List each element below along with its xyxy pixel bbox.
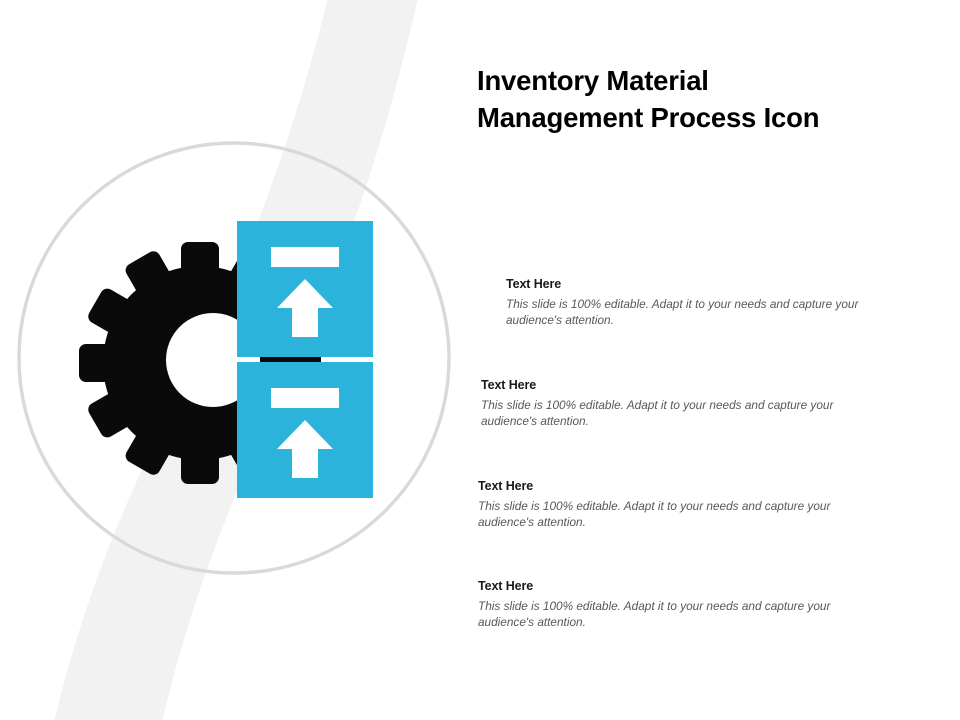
inventory-box-top xyxy=(237,221,373,357)
text-block-heading: Text Here xyxy=(506,277,562,291)
arrow-up-icon xyxy=(277,420,333,478)
page-title: Inventory Material Management Process Ic… xyxy=(477,63,947,136)
horizontal-bar-icon xyxy=(271,247,339,267)
text-block-heading: Text Here xyxy=(481,378,537,392)
inventory-box-bottom xyxy=(237,362,373,498)
arrow-up-icon xyxy=(277,279,333,337)
text-block: Text Here This slide is 100% editable. A… xyxy=(506,277,866,329)
text-block-body: This slide is 100% editable. Adapt it to… xyxy=(478,599,831,630)
text-block-heading: Text Here xyxy=(478,579,534,593)
text-block-body: This slide is 100% editable. Adapt it to… xyxy=(506,297,859,328)
inventory-material-management-process-icon xyxy=(79,200,373,498)
text-block: Text Here This slide is 100% editable. A… xyxy=(481,378,841,430)
text-block: Text Here This slide is 100% editable. A… xyxy=(478,579,838,631)
page-title-line-1: Inventory Material xyxy=(477,65,709,96)
text-block-body: This slide is 100% editable. Adapt it to… xyxy=(481,398,834,429)
gear-hub xyxy=(166,313,260,407)
text-block: Text Here This slide is 100% editable. A… xyxy=(478,479,838,531)
text-block-heading: Text Here xyxy=(478,479,534,493)
page-title-line-2: Management Process Icon xyxy=(477,101,820,133)
text-block-body: This slide is 100% editable. Adapt it to… xyxy=(478,499,831,530)
horizontal-bar-icon xyxy=(271,388,339,408)
